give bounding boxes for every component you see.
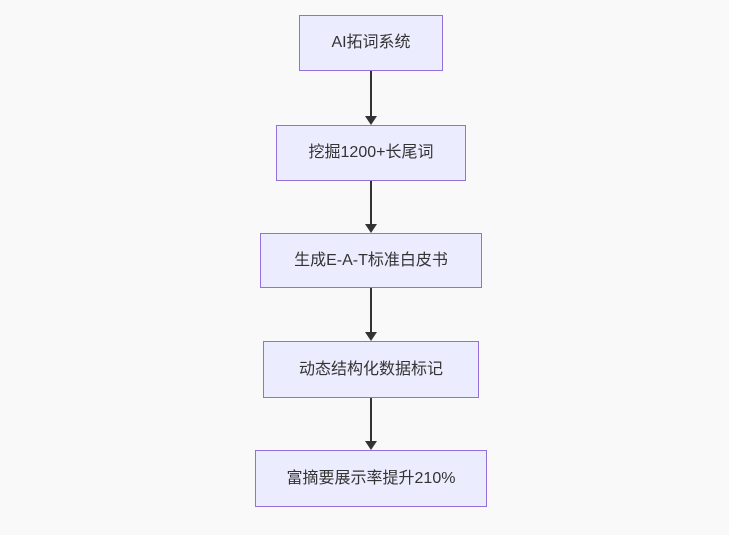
arrow-n2-n3	[365, 181, 377, 233]
arrowhead-down-icon	[365, 116, 377, 125]
flow-node-rich-snippet-rate: 富摘要展示率提升210%	[255, 450, 487, 507]
arrow-line	[370, 71, 372, 116]
arrow-line	[370, 398, 372, 441]
arrow-n3-n4	[365, 288, 377, 341]
flow-node-longtail-mining: 挖掘1200+长尾词	[276, 125, 466, 181]
flow-node-ai-keyword-system: AI拓词系统	[299, 15, 443, 71]
arrowhead-down-icon	[365, 224, 377, 233]
flow-node-label: 动态结构化数据标记	[298, 360, 443, 378]
arrow-n4-n5	[365, 398, 377, 450]
flow-node-label: 富摘要展示率提升210%	[286, 469, 456, 487]
arrowhead-down-icon	[365, 332, 377, 341]
flow-node-label: 挖掘1200+长尾词	[308, 144, 434, 161]
arrow-line	[370, 181, 372, 224]
flow-node-label: 生成E-A-T标准白皮书	[294, 251, 448, 269]
arrow-n1-n2	[365, 71, 377, 125]
flow-node-structured-data-markup: 动态结构化数据标记	[263, 341, 479, 398]
arrowhead-down-icon	[365, 441, 377, 450]
arrow-line	[370, 288, 372, 332]
flow-node-eat-whitepaper: 生成E-A-T标准白皮书	[260, 233, 482, 288]
flow-node-label: AI拓词系统	[331, 34, 411, 51]
